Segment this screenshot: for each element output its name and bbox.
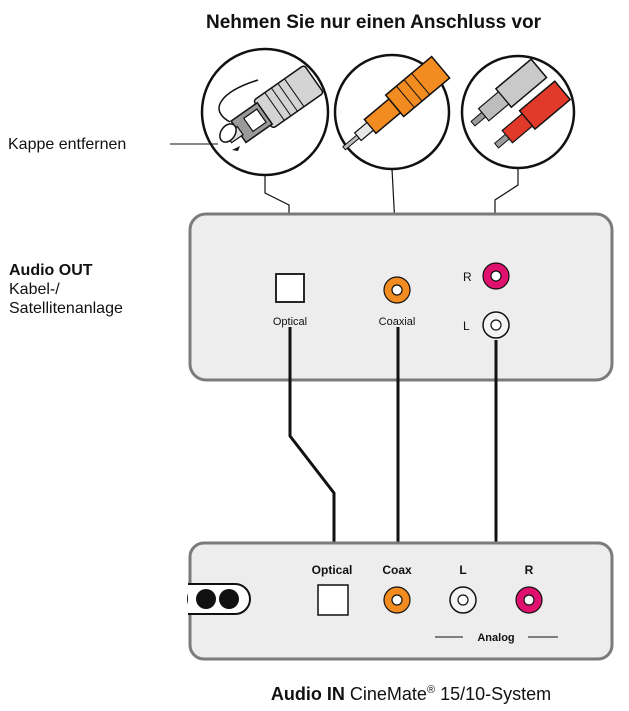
source-right-port xyxy=(482,262,510,290)
target-coax-port xyxy=(383,586,411,614)
analog-group-label: Analog xyxy=(477,632,514,644)
source-left-port xyxy=(482,311,510,339)
source-device-panel: Optical Coaxial R L xyxy=(188,212,614,382)
audio-out-title: Audio OUT xyxy=(9,262,93,279)
ir-emitter-icon xyxy=(187,583,251,615)
audio-out-subtitle-line2: Satellitenanlage xyxy=(9,300,123,317)
target-l-label: L xyxy=(459,563,466,577)
audio-in-bold: Audio IN xyxy=(271,684,345,704)
registered-mark: ® xyxy=(427,684,435,696)
audio-in-caption: Audio IN CineMate® 15/10-System xyxy=(271,684,551,704)
remove-cap-label: Kappe entfernen xyxy=(8,136,126,153)
cinemate-name: CineMate xyxy=(350,684,427,704)
source-optical-label: Optical xyxy=(273,316,307,328)
target-optical-label: Optical xyxy=(312,563,353,577)
coaxial-plug-icon xyxy=(333,53,451,171)
target-optical-port xyxy=(317,584,349,616)
source-l-label: L xyxy=(463,319,470,333)
target-coax-label: Coax xyxy=(382,563,412,577)
optical-plug-icon xyxy=(200,47,330,177)
source-coaxial-port xyxy=(383,276,411,304)
target-r-label: R xyxy=(525,563,534,577)
target-left-port xyxy=(449,586,477,614)
target-right-port xyxy=(515,586,543,614)
source-r-label: R xyxy=(463,270,472,284)
optical-cable xyxy=(288,327,336,569)
source-optical-port xyxy=(275,273,305,303)
rca-plugs-icon xyxy=(460,54,576,170)
instruction-heading: Nehmen Sie nur einen Anschluss vor xyxy=(206,12,542,33)
target-device-panel: Optical Coax L R Analog xyxy=(187,541,614,661)
system-suffix: 15/10-System xyxy=(440,684,551,704)
source-coaxial-label: Coaxial xyxy=(379,316,416,328)
audio-out-subtitle-line1: Kabel-/ xyxy=(9,281,60,298)
